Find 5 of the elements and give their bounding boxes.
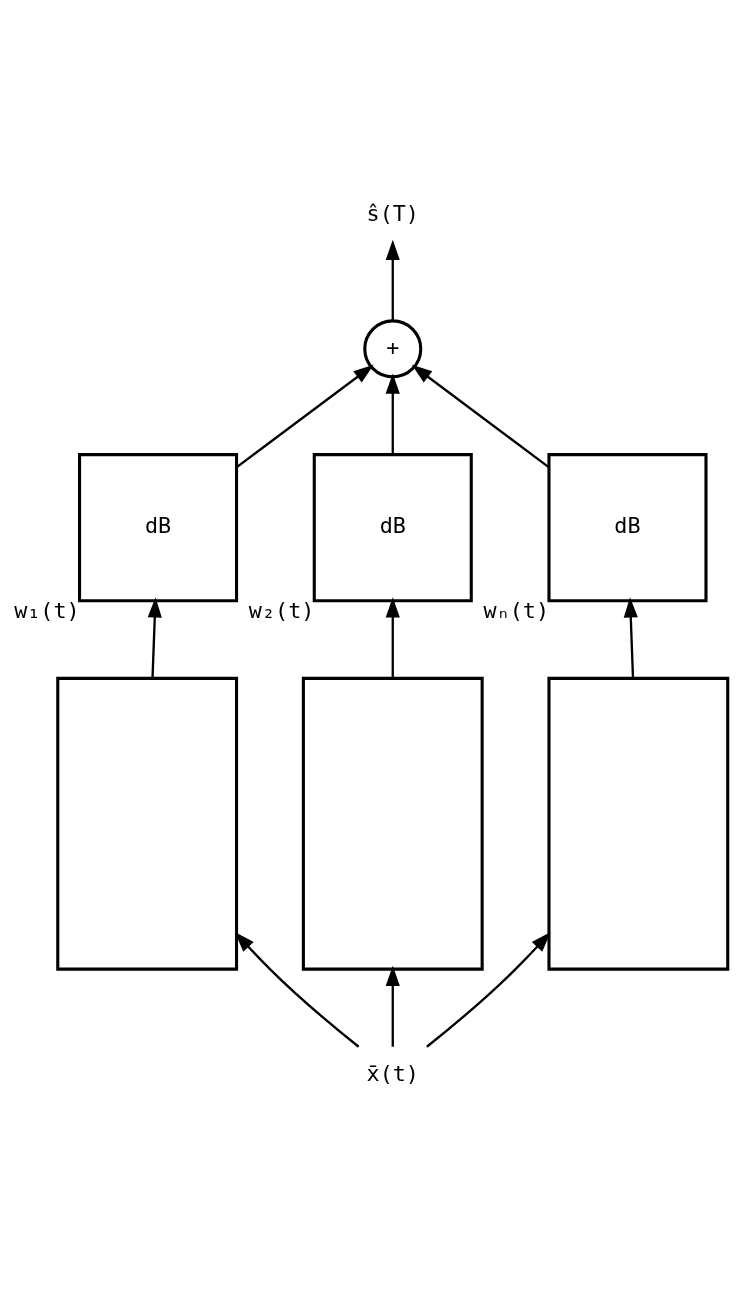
node-text: x̄(t) bbox=[366, 1060, 419, 1086]
node-text: ŝ(T) bbox=[366, 200, 419, 226]
node-label: w₂(t) bbox=[248, 598, 315, 624]
node-label: w₁(t) bbox=[14, 598, 80, 624]
node-label: wₙ(t) bbox=[483, 598, 550, 624]
